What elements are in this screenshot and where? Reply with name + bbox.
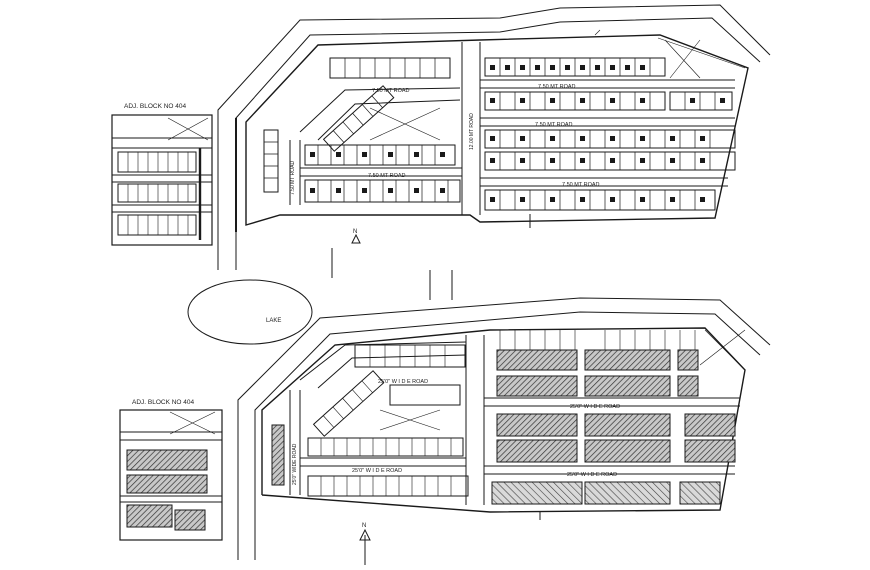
north-arrow-top: N <box>351 229 361 244</box>
top-road-label-2: 7.50 MT ROAD <box>538 84 576 90</box>
bottom-block-label: ADJ. BLOCK NO 404 <box>132 399 195 406</box>
top-plan <box>111 4 771 278</box>
north-label-bottom: N <box>362 523 366 529</box>
bottom-road-vert-label: 25'0" WIDE ROAD <box>292 443 298 485</box>
bottom-road-label-2: 25'0" W I D E ROAD <box>570 404 620 410</box>
top-road-label-4: 7.50 MT ROAD <box>368 173 406 179</box>
bottom-road-label-3: 25'0" W I D E ROAD <box>352 468 402 474</box>
top-adj-block <box>111 114 213 246</box>
top-road-label-3: 7.50 MT ROAD <box>535 122 573 128</box>
bottom-road-label-1: 25'0" W I D E ROAD <box>378 379 428 385</box>
north-label-top: N <box>353 229 357 235</box>
bottom-plan <box>119 297 771 565</box>
top-road-label-1: 7.50 MT ROAD <box>372 88 410 94</box>
bottom-hatched-plots <box>126 349 736 531</box>
top-road-label-5: 7.50 MT ROAD <box>562 182 600 188</box>
lake-outline <box>187 279 313 345</box>
north-arrow-bottom: N <box>359 523 371 541</box>
bottom-adj-block <box>119 409 223 541</box>
top-block-label: ADJ. BLOCK NO 404 <box>124 103 187 110</box>
top-road-vert-left-label: 7.50 MT ROAD <box>290 161 296 195</box>
lake-label: LAKE <box>266 318 281 324</box>
top-road-vert-mid-label: 12.00 MT ROAD <box>469 113 475 150</box>
top-plot-rows <box>304 57 736 211</box>
bottom-road-label-4: 25'0" W I D E ROAD <box>567 472 617 478</box>
